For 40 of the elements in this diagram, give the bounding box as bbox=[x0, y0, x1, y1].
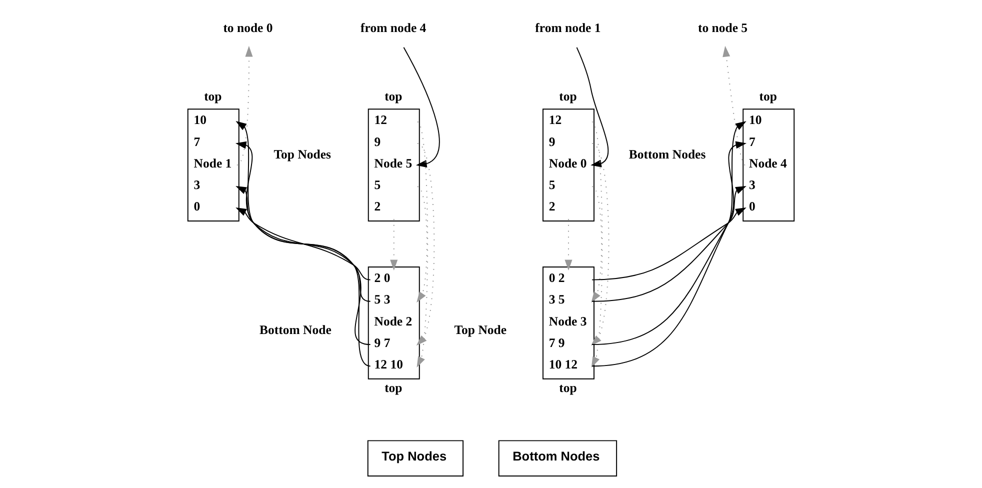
node-box: 10 7 Node 4 3 0 bbox=[742, 108, 795, 222]
arrow bbox=[592, 186, 746, 302]
arrow bbox=[403, 46, 440, 168]
node-box: 12 9 Node 0 5 2 bbox=[542, 108, 594, 222]
arrow bbox=[416, 121, 428, 368]
arrow bbox=[416, 142, 435, 346]
arrow bbox=[235, 141, 371, 346]
node-text: from node 1 bbox=[535, 21, 601, 36]
arrow bbox=[564, 218, 572, 270]
arrow bbox=[590, 142, 610, 346]
arrow bbox=[236, 46, 253, 166]
node-text: from node 4 bbox=[360, 21, 426, 36]
node-label: top bbox=[384, 381, 402, 396]
arrow bbox=[390, 218, 398, 270]
node-box: Bottom Nodes bbox=[498, 440, 618, 476]
arrow bbox=[592, 208, 746, 280]
arrow bbox=[576, 46, 609, 168]
arrow bbox=[236, 208, 371, 280]
arrow bbox=[591, 186, 602, 303]
arrow bbox=[591, 121, 603, 368]
node-label: top bbox=[204, 90, 222, 104]
node-box: Top Nodes bbox=[367, 440, 464, 476]
node-label: top bbox=[759, 90, 778, 104]
node-label: top bbox=[384, 90, 402, 104]
arrow bbox=[592, 121, 746, 367]
arrow bbox=[416, 186, 428, 303]
arrow bbox=[236, 121, 371, 367]
node-label: top bbox=[559, 90, 577, 104]
node-label: Top Node bbox=[454, 323, 507, 338]
node-label: top bbox=[559, 381, 577, 396]
node-text: to node 0 bbox=[223, 21, 273, 36]
node-box: 10 7 Node 1 3 0 bbox=[187, 108, 240, 222]
label: Top Nodes bbox=[274, 148, 332, 162]
node-label: Bottom Node bbox=[259, 323, 332, 338]
node-box: 12 9 Node 5 5 2 bbox=[368, 108, 420, 222]
arrow bbox=[592, 141, 747, 346]
arrow bbox=[722, 46, 746, 166]
label: Bottom Nodes bbox=[628, 148, 706, 162]
arrow bbox=[236, 186, 371, 302]
node-text: to node 5 bbox=[698, 21, 748, 36]
